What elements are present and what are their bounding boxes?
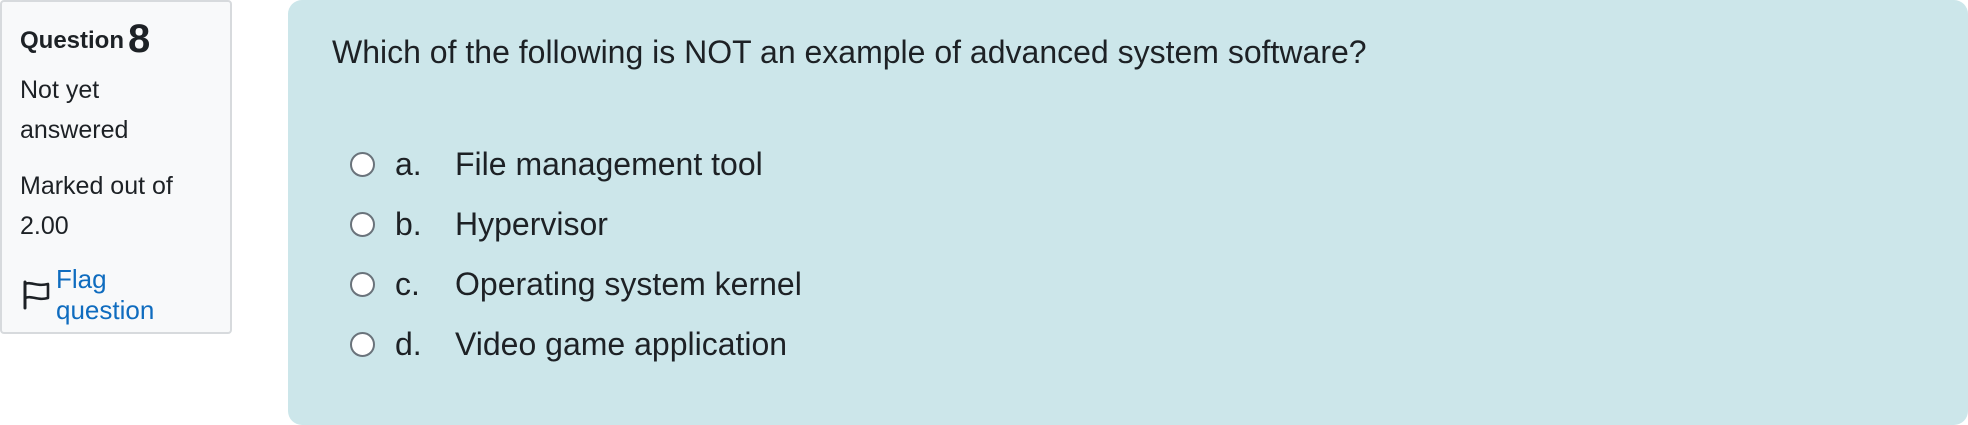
answer-letter-c: c. (395, 265, 420, 302)
question-label: Question (20, 27, 125, 54)
answer-option-d[interactable]: d. Video game application (332, 314, 1924, 374)
answer-list: a. File management tool b. Hypervisor c.… (332, 134, 1924, 374)
question-number: 8 (128, 17, 151, 61)
question-text: Which of the following is NOT an example… (332, 34, 1367, 70)
flag-question-label: Flag question (55, 264, 155, 325)
answer-option-c[interactable]: c. Operating system kernel (332, 254, 1924, 314)
radio-button-b[interactable] (350, 211, 375, 237)
question-state: Not yet answered (20, 76, 129, 144)
answer-letter-d: d. (395, 325, 422, 362)
radio-button-c[interactable] (350, 271, 375, 297)
answer-letter-b: b. (395, 205, 422, 242)
answer-text-b: Hypervisor (455, 205, 608, 242)
answer-option-a[interactable]: a. File management tool (332, 134, 1924, 194)
radio-button-a[interactable] (350, 151, 375, 177)
question-grade: Marked out of 2.00 (20, 172, 173, 240)
answer-text-a: File management tool (455, 145, 763, 182)
answer-text-c: Operating system kernel (455, 265, 802, 302)
radio-button-d[interactable] (350, 331, 375, 357)
answer-option-b[interactable]: b. Hypervisor (332, 194, 1924, 254)
answer-text-d: Video game application (455, 325, 788, 362)
answer-letter-a: a. (395, 145, 422, 182)
flag-icon (23, 280, 50, 310)
question-content: Which of the following is NOT an example… (288, 0, 1968, 425)
flag-question-link[interactable]: Flag question (20, 264, 212, 326)
